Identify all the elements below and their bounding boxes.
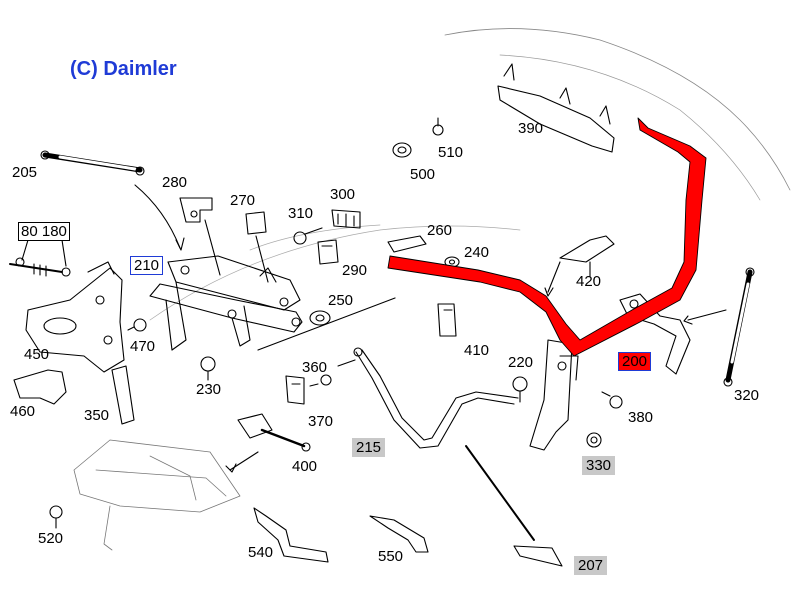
part-label-400: 400 — [292, 458, 318, 475]
part-label-350: 350 — [84, 407, 110, 424]
part-label-260: 260 — [427, 222, 453, 239]
leader-linkage — [257, 297, 396, 351]
strut-207 — [465, 445, 563, 567]
car-body-outline-side — [149, 225, 521, 321]
bolt-row-80-180 — [9, 257, 71, 277]
screw-520 — [49, 505, 63, 529]
part-label-420: 420 — [576, 273, 602, 290]
bolt-230 — [200, 356, 216, 381]
pin-510 — [432, 117, 444, 136]
part-label-500: 500 — [410, 166, 436, 183]
part-label-300: 300 — [330, 186, 356, 203]
part-label-250: 250 — [328, 292, 354, 309]
bracket-370 — [285, 375, 305, 405]
bracket-410 — [437, 303, 457, 337]
leader-270 — [255, 235, 269, 283]
part-label-80-180: 80 180 — [18, 222, 70, 241]
grommet-500 — [392, 142, 412, 158]
part-label-290: 290 — [342, 262, 368, 279]
bolt-470 — [127, 318, 147, 332]
part-label-310: 310 — [288, 205, 314, 222]
leader-280 — [204, 219, 221, 276]
rail-390 — [497, 63, 615, 153]
part-label-320: 320 — [734, 387, 760, 404]
gas-strut-320 — [723, 267, 755, 387]
part-label-215: 215 — [352, 438, 386, 457]
part-label-360: 360 — [302, 359, 328, 376]
part-label-520: 520 — [38, 530, 64, 547]
arrow-lower — [225, 463, 237, 473]
bracket-460 — [13, 369, 67, 405]
actuator-400 — [237, 413, 311, 452]
bolt-360 — [309, 374, 332, 387]
part-label-207: 207 — [574, 556, 608, 575]
bracket-290 — [317, 239, 339, 265]
part-label-510: 510 — [438, 144, 464, 161]
leader-215 — [337, 359, 356, 367]
part-label-370: 370 — [308, 413, 334, 430]
hinge-plate-450 — [25, 261, 125, 373]
arrow-205 — [175, 237, 185, 251]
bracket-550 — [369, 515, 429, 553]
bracket-540 — [253, 507, 329, 563]
car-body-outline — [444, 28, 791, 191]
part-label-410: 410 — [464, 342, 490, 359]
bolt-220 — [512, 376, 528, 403]
lower-linkage — [73, 439, 241, 551]
main-arm-200-highlight — [387, 117, 707, 357]
part-label-280: 280 — [162, 174, 188, 191]
leader-320 — [687, 309, 727, 321]
part-label-540: 540 — [248, 544, 274, 561]
linkage-210 — [149, 255, 303, 351]
rod-215 — [353, 347, 519, 449]
leader-80 — [21, 239, 29, 261]
part-label-220: 220 — [508, 354, 534, 371]
car-body-outline-rear — [499, 54, 761, 201]
part-label-200: 200 — [618, 352, 652, 371]
strap-420 — [559, 235, 615, 277]
buffer-260 — [387, 235, 427, 253]
gas-strut-205 — [40, 150, 145, 176]
leader-205 — [134, 184, 181, 249]
part-label-230: 230 — [196, 381, 222, 398]
arrow-420 — [544, 287, 554, 297]
plate-300 — [331, 209, 361, 229]
part-label-210: 210 — [130, 256, 164, 275]
nut-330 — [586, 432, 602, 448]
clip-270 — [245, 211, 267, 235]
bracket-280 — [179, 197, 213, 223]
leader-420 — [547, 261, 561, 293]
part-label-270: 270 — [230, 192, 256, 209]
leader-180 — [61, 239, 67, 267]
part-label-330: 330 — [582, 456, 616, 475]
part-label-450: 450 — [24, 346, 50, 363]
part-label-550: 550 — [378, 548, 404, 565]
nut-250 — [309, 310, 331, 326]
part-label-240: 240 — [464, 244, 490, 261]
part-label-205: 205 — [12, 164, 38, 181]
part-label-380: 380 — [628, 409, 654, 426]
bolt-380 — [601, 391, 623, 409]
hinge-arm-right — [529, 339, 579, 451]
strip-350 — [111, 365, 135, 425]
arrow-320 — [683, 315, 693, 325]
part-label-460: 460 — [10, 403, 36, 420]
part-label-390: 390 — [518, 120, 544, 137]
part-label-470: 470 — [130, 338, 156, 355]
bolt-310 — [293, 227, 323, 245]
copyright-notice: (C) Daimler — [70, 58, 177, 80]
